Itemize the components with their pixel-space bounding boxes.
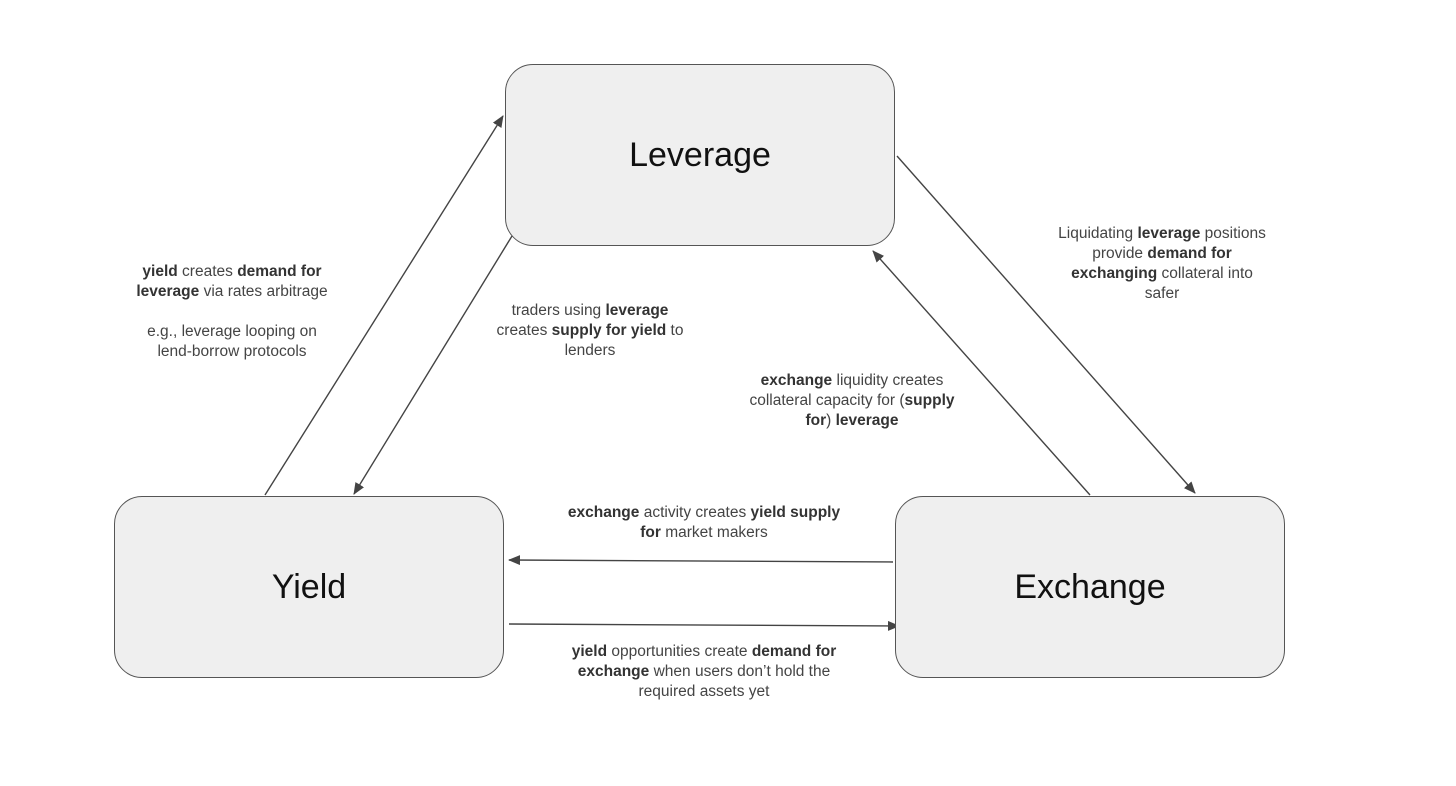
edge-label-line: exchange liquidity creates <box>730 371 974 391</box>
bold-text: yield <box>571 643 608 660</box>
node-exchange-label: Exchange <box>1014 567 1166 606</box>
bold-text: exchanging <box>1071 265 1158 282</box>
text: via rates arbitrage <box>199 283 328 300</box>
bold-text: leverage <box>605 302 669 319</box>
edge-label-line: collateral capacity for (supply <box>730 391 974 411</box>
edge-label-line: exchanging collateral into <box>1040 264 1284 284</box>
text: provide <box>1092 245 1148 262</box>
text: liquidity creates <box>832 372 944 389</box>
node-exchange: Exchange <box>895 496 1285 678</box>
text: traders using <box>511 302 606 319</box>
text: creates <box>496 322 552 339</box>
bold-text: demand for <box>1147 245 1232 262</box>
text: ) <box>826 412 836 429</box>
edge-label-line: exchange when users don’t hold the <box>540 662 868 682</box>
node-yield-label: Yield <box>271 567 347 606</box>
bold-text: exchange <box>567 504 640 521</box>
edge-label-example-line: lend-borrow protocols <box>157 343 307 360</box>
arrow-exchange-to-yield <box>508 555 894 566</box>
bold-text: leverage <box>1137 225 1201 242</box>
edge-label-line: exchange activity creates yield supply <box>540 503 868 523</box>
node-leverage: Leverage <box>505 64 895 246</box>
text: opportunities create <box>607 643 752 660</box>
text: to <box>666 322 684 339</box>
bold-text: for <box>640 524 661 541</box>
edge-label-example-line: e.g., leverage looping on <box>147 323 317 340</box>
edge-label-line: for) leverage <box>730 411 974 431</box>
node-leverage-label: Leverage <box>629 135 771 174</box>
bold-text: demand for <box>751 643 837 660</box>
edge-label-line: yield creates demand for <box>110 262 354 282</box>
text: activity creates <box>639 504 751 521</box>
bold-text: supply for yield <box>551 322 667 339</box>
edge-label-line: required assets yet <box>540 682 868 702</box>
bold-text: demand for <box>237 263 322 280</box>
arrow-exchange-to-leverage <box>872 250 1091 496</box>
node-yield: Yield <box>114 496 504 678</box>
text: positions <box>1200 225 1266 242</box>
arrow-leverage-to-exchange <box>896 155 1196 494</box>
text: collateral into <box>1157 265 1253 282</box>
text: Liquidating <box>1058 225 1138 242</box>
arrow-leverage-to-yield <box>353 235 513 495</box>
text: required assets yet <box>638 683 770 700</box>
bold-text: for <box>805 412 827 429</box>
text: safer <box>1144 285 1180 302</box>
text: when users don’t hold the <box>649 663 831 680</box>
arrow-yield-to-exchange <box>508 620 900 631</box>
arrow-yield-to-leverage <box>264 115 504 496</box>
text: collateral capacity for ( <box>749 392 905 409</box>
edge-label-line: Liquidating leverage positions <box>1040 224 1284 244</box>
bold-text: yield <box>142 263 178 280</box>
edge-label-line: yield opportunities create demand for <box>540 642 868 662</box>
bold-text: leverage <box>835 412 899 429</box>
spacer <box>110 302 354 322</box>
edge-label-line: lenders <box>478 341 702 361</box>
edge-label-line: traders using leverage <box>478 301 702 321</box>
edge-label-line: provide demand for <box>1040 244 1284 264</box>
bold-text: yield supply <box>750 504 841 521</box>
bold-text: exchange <box>577 663 650 680</box>
text: lenders <box>564 342 616 359</box>
edge-label-line: leverage via rates arbitrage <box>110 282 354 302</box>
bold-text: exchange <box>760 372 833 389</box>
edge-label-line: creates supply for yield to <box>478 321 702 341</box>
text: market makers <box>660 524 768 541</box>
bold-text: supply <box>904 392 955 409</box>
edge-label-line: safer <box>1040 284 1284 304</box>
bold-text: leverage <box>136 283 200 300</box>
text: creates <box>177 263 238 280</box>
edge-label-line: for market makers <box>540 523 868 543</box>
